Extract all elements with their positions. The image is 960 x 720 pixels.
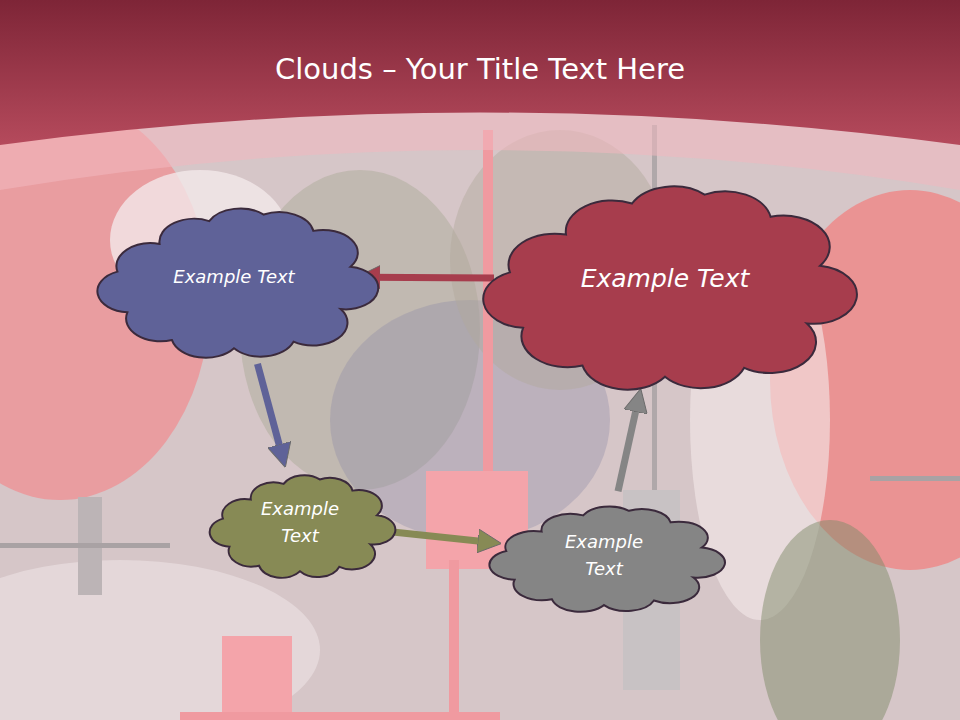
block-arrow <box>388 531 492 542</box>
cloud-text: Example Text <box>581 260 750 298</box>
cloud-text: Example Text <box>173 263 294 290</box>
cloud-fill <box>97 209 378 358</box>
block-arrow <box>257 364 282 458</box>
cloud-text: Example Text <box>255 495 345 549</box>
cloud-fill <box>483 186 857 389</box>
cloud-outline <box>500 497 708 612</box>
cloud-text: Example Text <box>559 528 649 582</box>
block-arrow <box>366 274 494 282</box>
cloud-shape: Example Text <box>218 466 382 578</box>
cloud-shape: Example Text <box>500 168 830 390</box>
slide-title: Clouds – Your Title Text Here <box>0 52 960 86</box>
block-arrow <box>618 398 639 491</box>
cloud-shape: Example Text <box>500 497 708 612</box>
cloud-outline <box>218 466 382 578</box>
cloud-fill <box>489 507 725 612</box>
cloud-fill <box>210 475 396 578</box>
cloud-shape: Example Text <box>110 195 358 358</box>
